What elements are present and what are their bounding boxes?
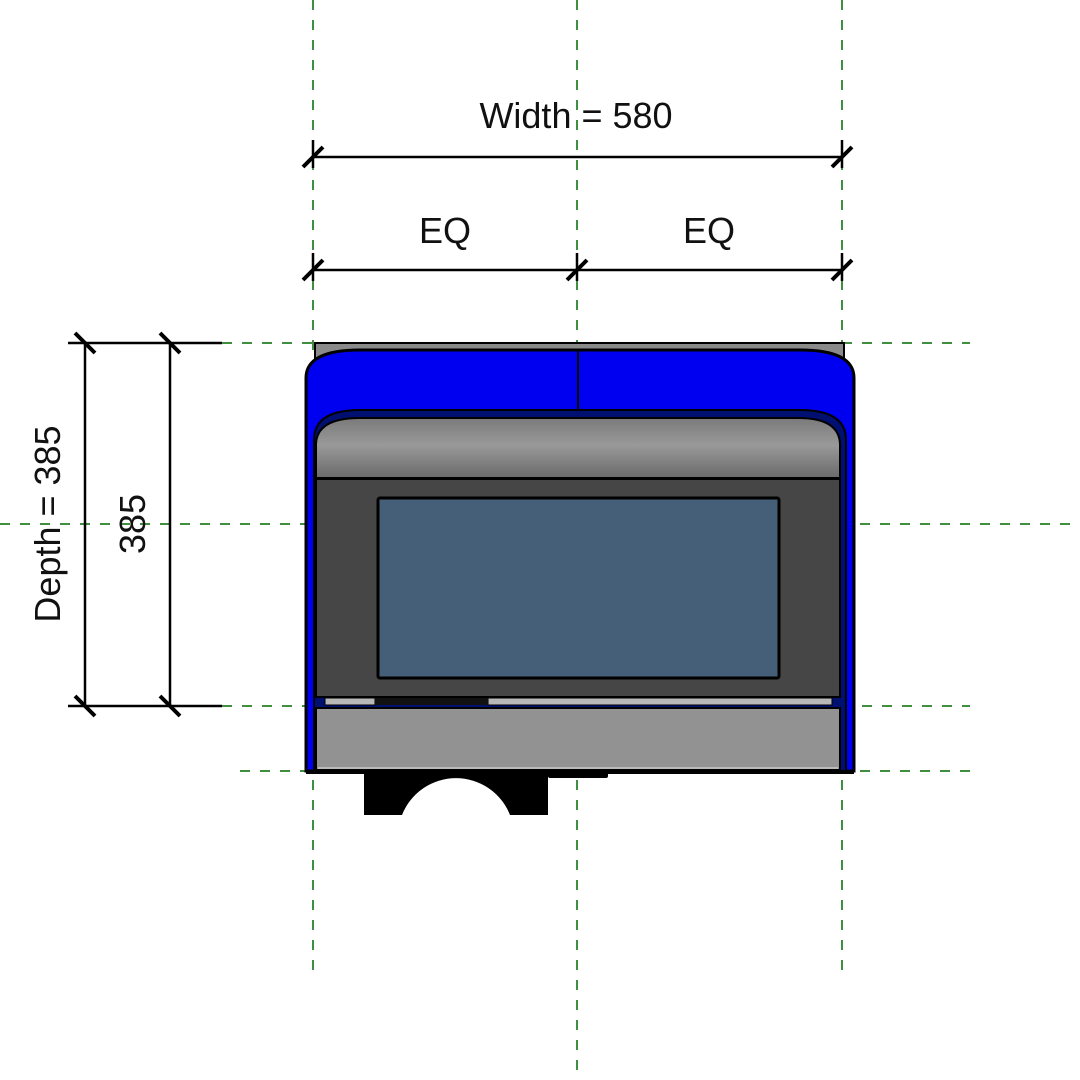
width-dimension-label[interactable]: Width = 580	[479, 95, 672, 136]
appliance-body[interactable]	[304, 342, 856, 815]
bottom-center-tab	[548, 772, 608, 778]
front-plate	[315, 707, 841, 771]
control-panel-top	[315, 417, 841, 479]
width-dimension[interactable]	[301, 140, 854, 169]
width-dim-tick-right	[830, 145, 854, 169]
eq-dim-tick-center	[565, 258, 589, 282]
depth-dimension-label[interactable]: Depth = 385	[27, 425, 68, 622]
eq-dimension[interactable]	[301, 253, 854, 282]
depth-outer-tick-top	[73, 331, 97, 355]
depth-inner-tick-top	[158, 331, 182, 355]
depth-inner-tick-bottom	[158, 694, 182, 718]
depth-outer-tick-bottom	[73, 694, 97, 718]
eq-right-label[interactable]: EQ	[683, 210, 735, 251]
eq-dim-tick-left	[301, 258, 325, 282]
depth-dimension[interactable]	[68, 331, 222, 718]
light-strip-left	[324, 697, 376, 706]
eq-left-label[interactable]: EQ	[419, 210, 471, 251]
depth-inner-label[interactable]: 385	[112, 494, 153, 554]
light-strip-right	[487, 697, 833, 706]
width-dim-tick-left	[301, 145, 325, 169]
eq-dim-tick-right	[830, 258, 854, 282]
display-screen[interactable]	[376, 496, 781, 680]
dark-gap-strip	[375, 698, 488, 705]
foot-bracket	[364, 772, 548, 815]
